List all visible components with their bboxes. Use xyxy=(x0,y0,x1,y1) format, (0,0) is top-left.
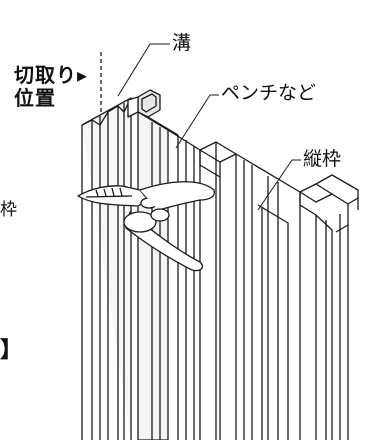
cut-position-label: 切取り▸ xyxy=(14,63,89,87)
vertical-frame-label: 縦枠 xyxy=(303,148,342,170)
cut-position-label-line2: 位置 xyxy=(14,86,56,110)
top-fitting xyxy=(127,89,161,118)
left-text-fragment: 枠 xyxy=(0,200,17,220)
groove-leader xyxy=(117,43,170,97)
rear-frame-member xyxy=(81,97,132,440)
pliers-leader xyxy=(175,94,219,149)
frame-leader xyxy=(257,159,301,211)
pliers-label: ペンチなど xyxy=(221,82,317,104)
left-bracket-fragment: 】 xyxy=(0,338,23,363)
pliers xyxy=(77,181,216,272)
groove-label: 溝 xyxy=(172,32,192,54)
leader-lines xyxy=(117,43,301,211)
